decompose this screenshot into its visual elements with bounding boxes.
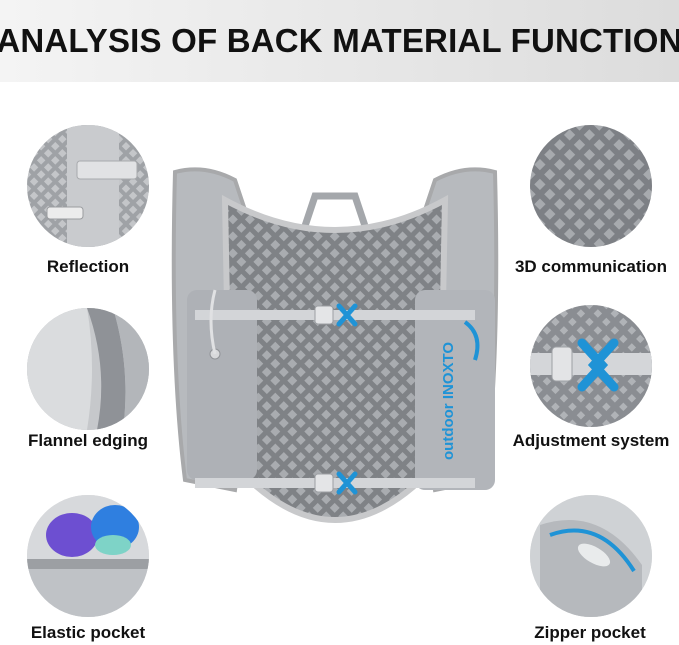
adjustment-system-image <box>530 305 652 427</box>
feature-label-adjustment-system: Adjustment system <box>512 431 670 450</box>
page-title: ANALYSIS OF BACK MATERIAL FUNCTION <box>0 22 679 59</box>
flannel-edge-icon <box>27 308 149 430</box>
flannel-edging-image <box>27 308 149 430</box>
title-banner: ANALYSIS OF BACK MATERIAL FUNCTION <box>0 0 679 82</box>
buckle-icon <box>530 305 652 427</box>
feature-label-elastic-pocket: Elastic pocket <box>30 623 146 642</box>
zipper-pocket-image <box>530 495 652 617</box>
zipper-pocket-icon <box>530 495 652 617</box>
feature-label-3d-communication: 3D communication <box>514 257 668 276</box>
vest-illustration: outdoor INOXTO <box>171 167 499 523</box>
mesh-fabric-icon <box>530 125 652 247</box>
hydration-vest-image: outdoor INOXTO <box>165 160 505 560</box>
reflection-image <box>27 125 149 247</box>
reflective-strap-icon <box>27 125 149 247</box>
feature-label-reflection: Reflection <box>46 257 130 276</box>
elastic-pocket-image <box>27 495 149 617</box>
feature-label-flannel-edging: Flannel edging <box>28 431 148 450</box>
elastic-pocket-icon <box>27 495 149 617</box>
feature-label-zipper-pocket: Zipper pocket <box>534 623 646 642</box>
vest-brand-text: outdoor INOXTO <box>440 342 457 460</box>
3d-communication-image <box>530 125 652 247</box>
